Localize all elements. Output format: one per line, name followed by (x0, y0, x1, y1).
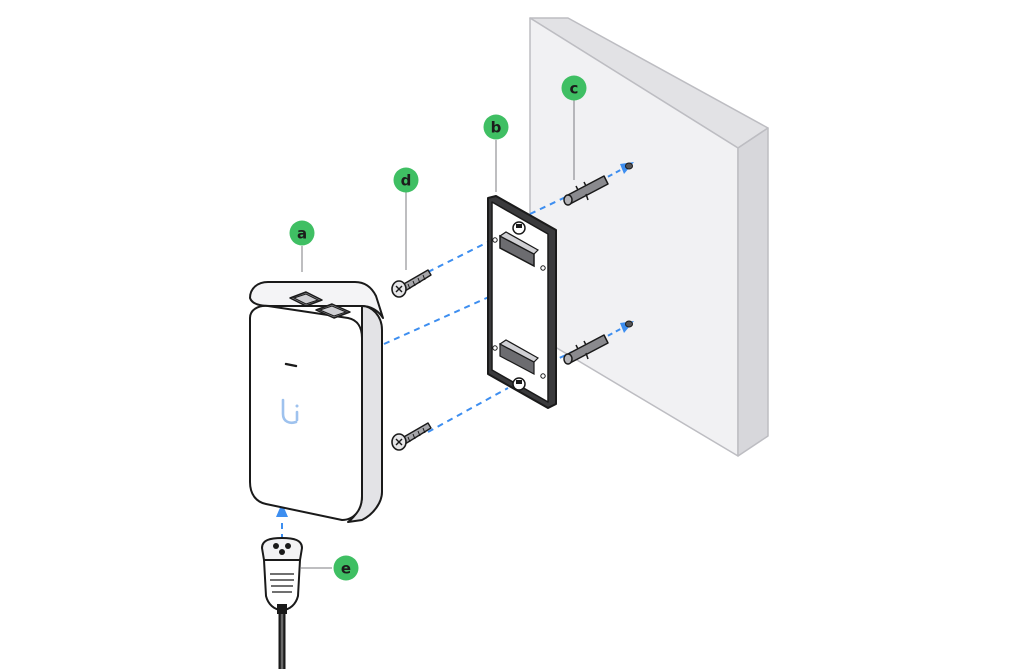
callout-d: d (393, 167, 419, 193)
ethernet-ports (289, 291, 351, 319)
wall-anchor-bottom (563, 334, 609, 365)
wall-hole-top (625, 162, 633, 170)
arrow-head-plug (276, 503, 288, 517)
callout-c-label: c (570, 80, 579, 98)
callout-d-label: d (401, 172, 412, 190)
wall-hole-bottom (625, 320, 633, 328)
callout-a: a (289, 220, 315, 246)
wall-anchor-icon (563, 162, 633, 365)
callout-e-label: e (341, 560, 351, 578)
callout-b-label: b (491, 119, 502, 137)
wall-anchor-top (563, 175, 609, 206)
callout-e: e (333, 555, 359, 581)
screw-bottom (391, 422, 432, 451)
led-indicator (284, 362, 298, 368)
callout-leaders (300, 100, 575, 569)
guide-line-adapter (383, 291, 501, 345)
power-plug-icon (261, 537, 303, 669)
screw-icon (391, 269, 432, 451)
screw-top (391, 269, 432, 298)
poe-adapter-icon (249, 281, 384, 523)
callout-c: c (561, 75, 587, 101)
callout-b: b (483, 114, 509, 140)
guide-line-screw-bottom (427, 387, 509, 433)
mounting-bracket-icon (487, 195, 557, 409)
callout-a-label: a (297, 225, 307, 243)
ui-logo-icon (281, 398, 299, 425)
